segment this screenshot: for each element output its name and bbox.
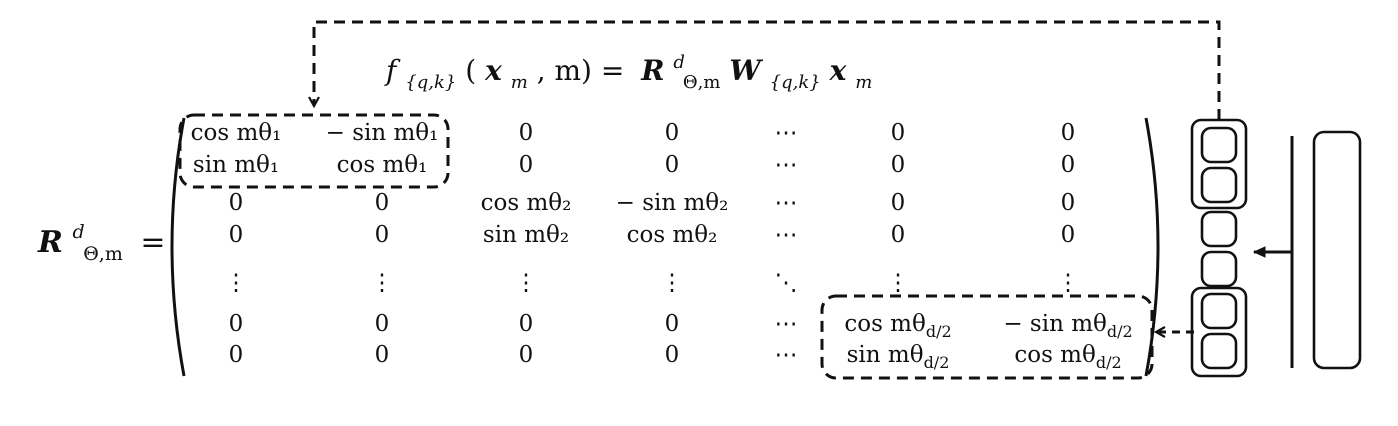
formula-x: x	[484, 54, 502, 87]
input-embedding-bar	[1312, 130, 1362, 370]
formula-W: W	[729, 54, 763, 87]
label-equals: =	[140, 225, 165, 260]
matrix-cell-r1-c7: 0	[1061, 120, 1076, 146]
highlight-block-last	[820, 294, 1154, 380]
vector-cell-6	[1200, 332, 1238, 370]
matrix-cell-r4-c7: 0	[1061, 222, 1076, 248]
matrix-cell-r7-c2: 0	[375, 342, 390, 368]
formula-x2-sub: m	[855, 72, 872, 93]
matrix-cell-r2-c5: ⋯	[775, 152, 798, 178]
matrix-cell-r1-c1: cos mθ₁	[191, 120, 282, 146]
matrix-cell-r4-c6: 0	[891, 222, 906, 248]
matrix-cell-r2-c2: cos mθ₁	[337, 152, 428, 178]
matrix-cell-r3-c6: 0	[891, 190, 906, 216]
matrix-cell-r3-c1: 0	[229, 190, 244, 216]
matrix-cell-r5-c6: ⋮	[887, 270, 910, 296]
formula-open: (	[465, 54, 476, 87]
matrix-cell-r4-c4: cos mθ₂	[627, 222, 718, 248]
matrix-cell-r7-c7: cos mθd/2	[1014, 342, 1121, 372]
matrix-cell-r3-c7: 0	[1061, 190, 1076, 216]
matrix-cell-r7-c4: 0	[665, 342, 680, 368]
vector-cell-3	[1200, 210, 1238, 248]
connector-top-arrow	[314, 20, 1221, 120]
label-R-sup: d	[72, 221, 84, 243]
formula-R-sub: Θ,m	[683, 72, 721, 93]
vector-cell-4	[1200, 250, 1238, 288]
vector-cell-1	[1200, 126, 1238, 164]
matrix-cell-r2-c7: 0	[1061, 152, 1076, 178]
matrix-cell-r3-c5: ⋯	[775, 190, 798, 216]
matrix-cell-r1-c3: 0	[519, 120, 534, 146]
formula-x2: x	[829, 54, 847, 87]
formula-W-sub: {q,k}	[770, 72, 821, 93]
matrix-label: R d Θ,m =	[37, 211, 166, 268]
projection-arrow	[1252, 136, 1294, 368]
matrix-cell-r6-c3: 0	[519, 311, 534, 337]
formula-rest: , m) =	[537, 54, 625, 87]
formula-f-sub: {q,k}	[405, 72, 456, 93]
matrix-cell-r1-c6: 0	[891, 120, 906, 146]
matrix-cell-r5-c7: ⋮	[1057, 270, 1080, 296]
matrix-cell-r4-c3: sin mθ₂	[483, 222, 569, 248]
matrix-right-paren	[1144, 117, 1160, 377]
matrix-cell-r5-c5: ⋱	[775, 270, 798, 296]
matrix-cell-r4-c2: 0	[375, 222, 390, 248]
matrix-cell-r7-c3: 0	[519, 342, 534, 368]
query-vector	[1190, 118, 1248, 378]
matrix-cell-r2-c3: 0	[519, 152, 534, 178]
formula-R: R	[640, 54, 664, 87]
matrix-cell-r6-c4: 0	[665, 311, 680, 337]
matrix-cell-r7-c1: 0	[229, 342, 244, 368]
matrix-cell-r3-c3: cos mθ₂	[481, 190, 572, 216]
matrix-cell-r6-c5: ⋯	[775, 311, 798, 337]
matrix-cell-r6-c2: 0	[375, 311, 390, 337]
matrix-cell-r4-c5: ⋯	[775, 222, 798, 248]
matrix-cell-r6-c1: 0	[229, 311, 244, 337]
matrix-cell-r3-c2: 0	[375, 190, 390, 216]
vector-cell-5	[1200, 292, 1238, 330]
matrix-cell-r2-c4: 0	[665, 152, 680, 178]
matrix-cell-r2-c1: sin mθ₁	[193, 152, 279, 178]
matrix-cell-r5-c4: ⋮	[661, 270, 684, 296]
matrix-cell-r5-c1: ⋮	[225, 270, 248, 296]
label-R: R	[37, 225, 63, 260]
vector-group-top	[1190, 118, 1248, 210]
svg-text:f {q,k} ( x: f {q,k} ( x m , m) = R d Θ,m W {q,k} x m	[384, 42, 872, 95]
matrix-left-paren	[170, 117, 186, 377]
label-R-sub: Θ,m	[83, 243, 123, 265]
matrix-cell-r6-c6: cos mθd/2	[844, 311, 951, 341]
matrix-cell-r5-c2: ⋮	[371, 270, 394, 296]
matrix-cell-r1-c5: ⋯	[775, 120, 798, 146]
formula-rope: f {q,k} ( x m , m) = R d Θ,m W {q,k} x m	[384, 42, 872, 95]
matrix-cell-r6-c7: − sin mθd/2	[1003, 311, 1132, 341]
formula-f: f	[384, 54, 401, 87]
matrix-cell-r1-c2: − sin mθ₁	[326, 120, 439, 146]
matrix-cell-r2-c6: 0	[891, 152, 906, 178]
matrix-cell-r4-c1: 0	[229, 222, 244, 248]
vector-cell-2	[1200, 166, 1238, 204]
formula-R-sup: d	[673, 52, 685, 73]
matrix-cell-r1-c4: 0	[665, 120, 680, 146]
vector-group-bottom	[1190, 286, 1248, 378]
matrix-cell-r7-c5: ⋯	[775, 342, 798, 368]
matrix-cells: cos mθ₁ − sin mθ₁ 0 0 ⋯ 0 0 sin mθ₁ cos mθ₁ 0 0 ⋯ 0 0…	[191, 120, 1133, 372]
svg-text:R d Θ,m =: R d Θ,m =	[37, 211, 166, 268]
matrix-cell-r7-c6: sin mθd/2	[847, 342, 950, 372]
matrix-cell-r3-c4: − sin mθ₂	[616, 190, 729, 216]
formula-x-sub: m	[511, 72, 528, 93]
matrix-cell-r5-c3: ⋮	[515, 270, 538, 296]
